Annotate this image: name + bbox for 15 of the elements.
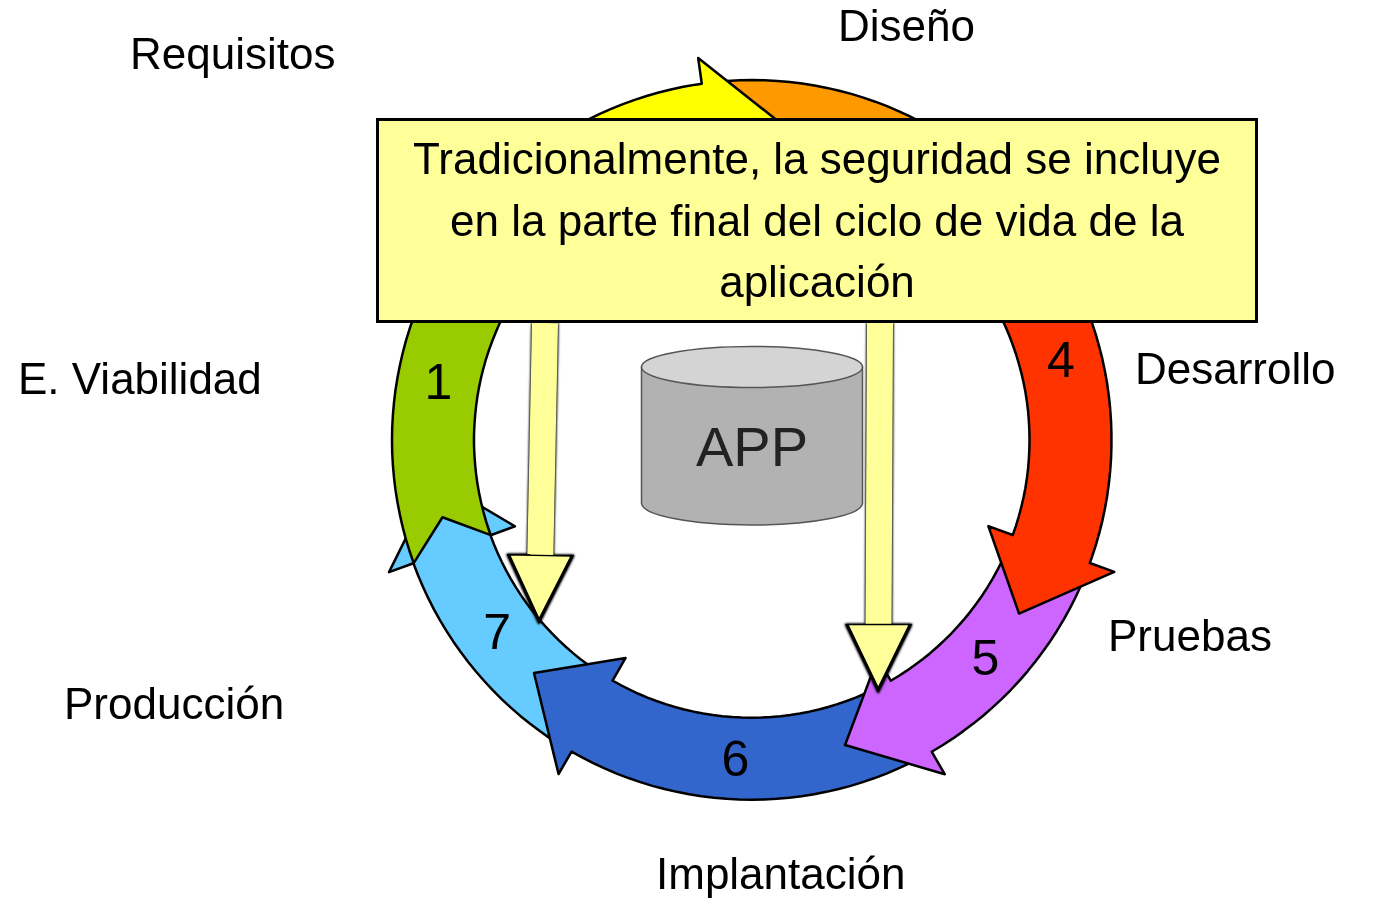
- step-number: 4: [1046, 335, 1075, 386]
- callout-box: Tradicionalmente, la seguridad se incluye en la parte final del ciclo de vida de la aplicación: [376, 118, 1258, 323]
- phase-label: Producción: [64, 680, 285, 729]
- step-number: 7: [483, 606, 512, 657]
- step-number: 6: [721, 733, 750, 784]
- arrow: [845, 322, 912, 692]
- arrow: [506, 322, 574, 623]
- step-number: 5: [971, 632, 1000, 683]
- phase-label: Implantación: [656, 850, 906, 899]
- phase-label: Pruebas: [1108, 612, 1272, 661]
- step-number: 1: [424, 356, 453, 407]
- phase-label: Requisitos: [130, 30, 336, 79]
- phase-label: Desarrollo: [1135, 345, 1336, 394]
- phase-label: E. Viabilidad: [18, 355, 262, 404]
- phase-label: Diseño: [838, 2, 975, 51]
